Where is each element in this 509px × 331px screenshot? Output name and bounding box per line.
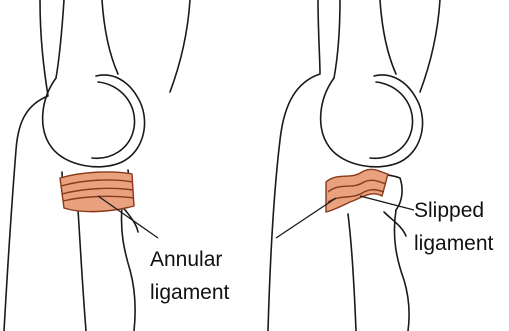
right-leader-line-left <box>276 198 336 238</box>
right-humerus <box>334 0 396 78</box>
slipped-ligament <box>326 169 388 212</box>
slipped-ligament-label-line1: Slipped <box>414 199 484 222</box>
right-capitulum-inner <box>370 82 413 158</box>
annular-ligament-label-line2: ligament <box>150 281 230 304</box>
right-elbow-slipped <box>268 0 440 331</box>
slipped-ligament-label-line2: ligament <box>414 232 494 255</box>
annular-ligament <box>60 172 134 212</box>
right-arm-outline-right <box>420 0 440 92</box>
left-arm-outline <box>4 0 48 331</box>
right-capitulum <box>321 75 423 167</box>
left-capitulum <box>43 75 145 167</box>
left-humerus <box>56 0 118 78</box>
left-radius-shaft <box>78 206 135 331</box>
right-arm-outline <box>268 0 320 331</box>
left-capitulum-inner <box>92 82 135 158</box>
left-arm-outline-right <box>170 0 190 92</box>
annular-ligament-label-line1: Annular <box>150 248 222 271</box>
right-leader-line-right <box>360 196 414 210</box>
